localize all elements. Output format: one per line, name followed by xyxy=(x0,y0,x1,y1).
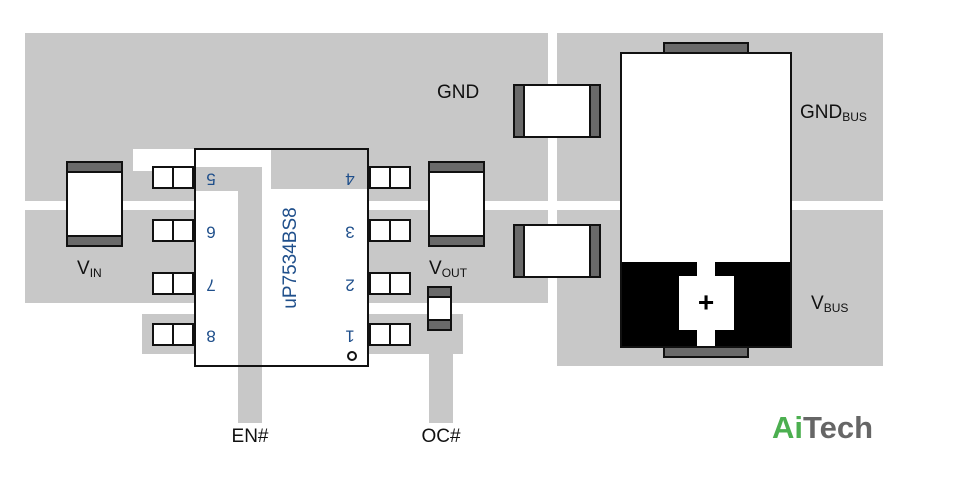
svg-text:AiTech: AiTech xyxy=(772,410,873,445)
vin-label: VIN xyxy=(77,258,102,280)
vout-capacitor xyxy=(428,161,485,247)
positive-marker-box xyxy=(679,276,734,330)
gnd-capacitor xyxy=(513,84,601,138)
bus-capacitor: + xyxy=(620,42,792,358)
logo-part-a: Ai xyxy=(772,410,803,445)
pin1-marker-icon xyxy=(347,351,357,361)
vin-capacitor xyxy=(66,161,123,247)
vbus-label: VBUS xyxy=(811,293,848,315)
net-labels: GND GNDBUS VBUS VIN VOUT EN# OC# xyxy=(77,82,867,447)
vout-label: VOUT xyxy=(429,258,468,280)
pin-number-6: 6 xyxy=(206,223,215,242)
pin-numbers: 5 6 7 8 4 3 2 1 xyxy=(206,170,354,346)
plus-icon: + xyxy=(698,286,714,317)
pin-number-3: 3 xyxy=(345,223,354,242)
positive-marker-neck xyxy=(697,262,715,276)
pin-number-7: 7 xyxy=(206,276,215,295)
pin-number-8: 8 xyxy=(206,327,215,346)
gnd-bus-label: GNDBUS xyxy=(800,102,867,124)
pin-number-5: 5 xyxy=(206,170,215,189)
logo-part-b: Tech xyxy=(803,410,873,445)
en-label: EN# xyxy=(232,426,269,447)
ic-package: uP7534BS8 xyxy=(194,148,369,367)
pin-number-2: 2 xyxy=(345,276,354,295)
gnd-label: GND xyxy=(437,82,479,103)
en-trace-inner xyxy=(238,167,262,366)
oc-label: OC# xyxy=(421,426,461,447)
pin-number-1: 1 xyxy=(345,327,354,346)
aitech-logo: AiTech xyxy=(772,410,873,445)
ic-pads xyxy=(152,166,411,346)
small-resistor xyxy=(427,286,452,331)
ic-outline xyxy=(194,148,369,367)
positive-marker-stem xyxy=(697,330,715,346)
vbus-capacitor xyxy=(513,224,601,278)
pin4-trace-inner xyxy=(271,149,368,189)
pin-number-4: 4 xyxy=(345,170,354,189)
oc-trace xyxy=(429,314,453,423)
ic-part-number: uP7534BS8 xyxy=(280,207,301,308)
